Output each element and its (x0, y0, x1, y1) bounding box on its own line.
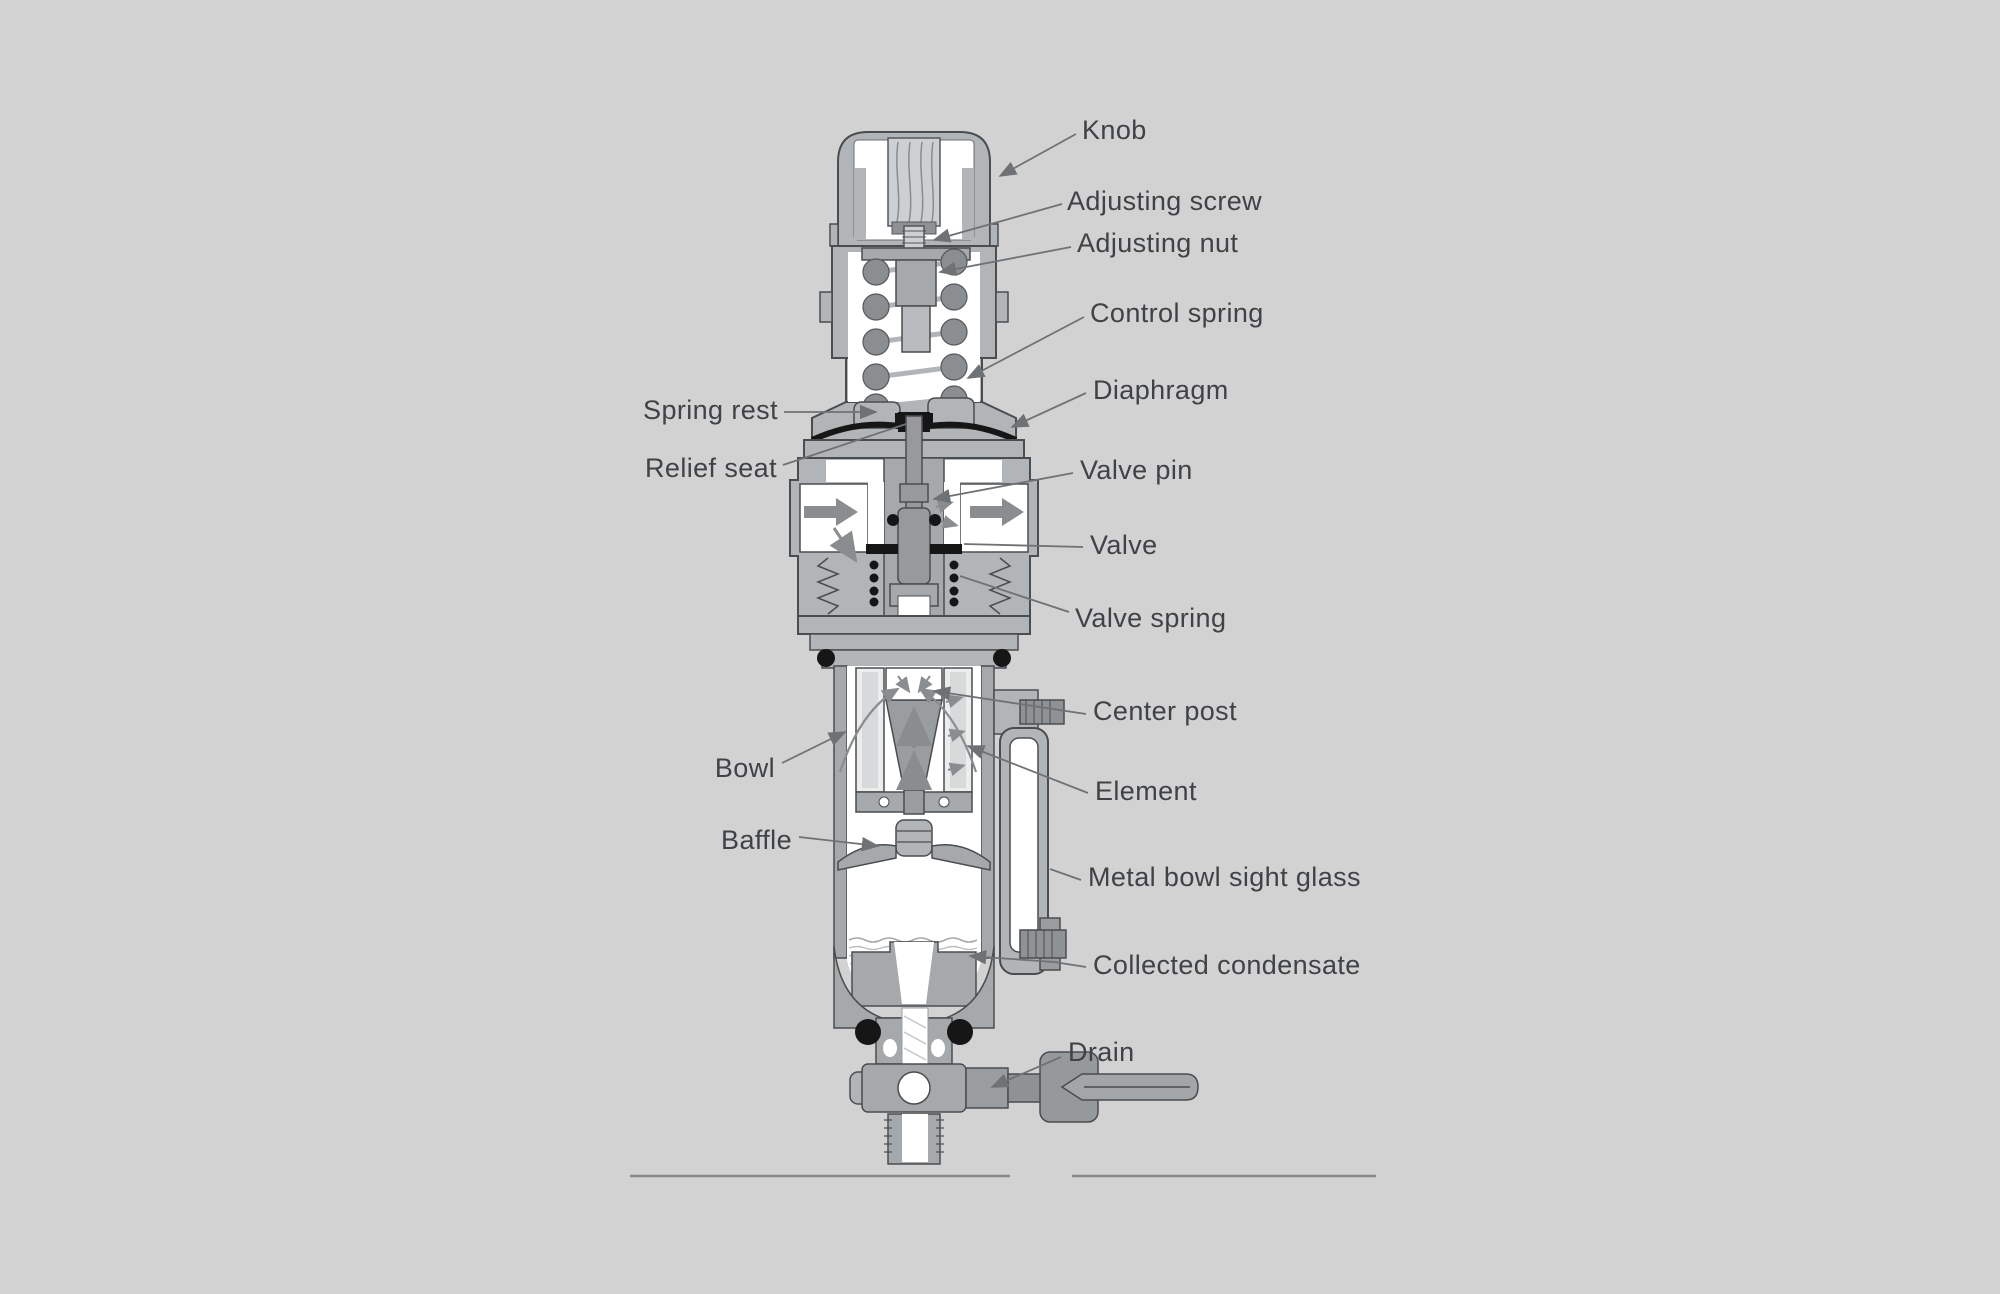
leader-knob (998, 133, 1077, 177)
element-part (838, 667, 978, 815)
leader-sight-glass (1049, 868, 1082, 881)
leader-adjusting-nut (938, 246, 1072, 277)
label-baffle: Baffle (721, 824, 792, 855)
valve-body-part (789, 415, 1039, 652)
label-adjusting-screw: Adjusting screw (1067, 185, 1263, 216)
leader-collected-condensate (968, 949, 1087, 968)
valve-pin-part (887, 415, 941, 585)
leader-control-spring (966, 316, 1085, 379)
label-valve-pin: Valve pin (1080, 454, 1193, 485)
bowl-collar-part (797, 615, 1031, 669)
label-valve-spring: Valve spring (1075, 602, 1227, 633)
leader-valve (963, 543, 1084, 548)
label-knob: Knob (1082, 114, 1147, 145)
leader-drain (990, 1056, 1062, 1088)
leader-valve-spring (959, 575, 1070, 613)
bonnet-part (811, 225, 1017, 441)
label-center-post: Center post (1093, 695, 1237, 726)
label-drain: Drain (1068, 1036, 1135, 1067)
baffle-part (837, 819, 991, 871)
label-relief-seat: Relief seat (645, 452, 777, 483)
valve-part (866, 544, 962, 617)
leader-center-post (932, 686, 1087, 715)
label-adjusting-nut: Adjusting nut (1077, 227, 1239, 258)
leader-diaphragm (1010, 392, 1087, 428)
label-valve: Valve (1090, 529, 1158, 560)
leader-bowl (781, 731, 847, 764)
leader-element (966, 745, 1089, 794)
sight-glass-part (993, 689, 1067, 975)
leader-valve-pin (932, 472, 1074, 504)
knob-part (829, 131, 999, 247)
valve-spring-part (869, 560, 959, 607)
label-diaphragm: Diaphragm (1093, 374, 1229, 405)
label-control-spring: Control spring (1090, 297, 1264, 328)
label-collected-condensate: Collected condensate (1093, 949, 1361, 980)
adjusting-nut-part (895, 259, 937, 353)
label-element: Element (1095, 775, 1197, 806)
leader-baffle (798, 836, 880, 852)
label-bowl: Bowl (714, 752, 775, 783)
leader-relief-seat (782, 423, 907, 466)
flow-arrows (804, 498, 1024, 652)
leader-adjusting-screw (932, 203, 1063, 243)
label-metal-bowl-sight-glass: Metal bowl sight glass (1088, 861, 1361, 892)
drain-part (849, 1007, 1199, 1165)
label-spring-rest: Spring rest (643, 394, 778, 425)
